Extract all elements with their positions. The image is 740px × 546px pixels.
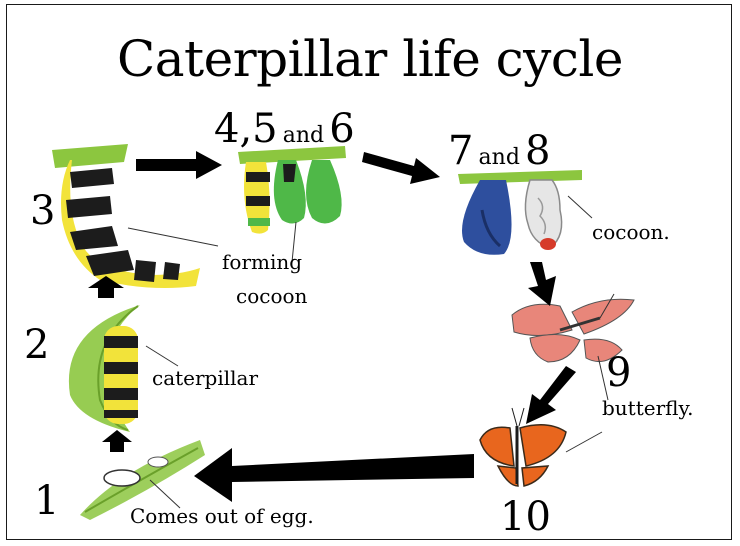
stage-number-10: 10	[500, 494, 551, 540]
arrow-1-to-2	[102, 430, 132, 452]
label-comes-out-of-egg: Comes out of egg.	[130, 504, 314, 528]
stage-7: 7	[448, 128, 473, 174]
arrow-3-to-4	[136, 151, 222, 179]
leader-butterfly-10	[566, 432, 602, 452]
label-butterfly: butterfly.	[602, 396, 694, 420]
forming-cocoons-drawing	[238, 146, 346, 234]
label-forming-cocoon: cocoon	[236, 284, 307, 308]
arrow-9-to-10	[526, 366, 576, 424]
stage-and: and	[283, 123, 324, 148]
arrow-8-to-9	[528, 262, 556, 306]
caterpillar-on-leaf-drawing	[69, 305, 140, 432]
arrow-10-to-1	[194, 448, 474, 502]
stage-number-1: 1	[34, 478, 59, 524]
cocoons-drawing	[458, 170, 582, 255]
stage-4-5: 4,5	[214, 106, 278, 152]
stage-number-4-5-6: 4,5 and 6	[214, 106, 355, 152]
leader-forming-left	[128, 228, 218, 246]
stage-number-2: 2	[24, 322, 49, 368]
arrow-6-to-7	[362, 152, 440, 184]
stage-number-7-8: 7 and 8	[448, 128, 550, 174]
stage-8: 8	[525, 128, 550, 174]
stage-and-2: and	[479, 145, 520, 170]
label-cocoon: cocoon.	[592, 220, 670, 244]
stage-number-3: 3	[30, 188, 55, 234]
label-caterpillar: caterpillar	[152, 366, 258, 390]
stage-6: 6	[329, 106, 354, 152]
orange-butterfly-drawing	[480, 408, 566, 486]
stage-number-9: 9	[606, 350, 631, 396]
label-forming: forming	[222, 250, 302, 274]
leader-cocoon	[568, 196, 592, 218]
leader-caterpillar	[146, 346, 178, 366]
